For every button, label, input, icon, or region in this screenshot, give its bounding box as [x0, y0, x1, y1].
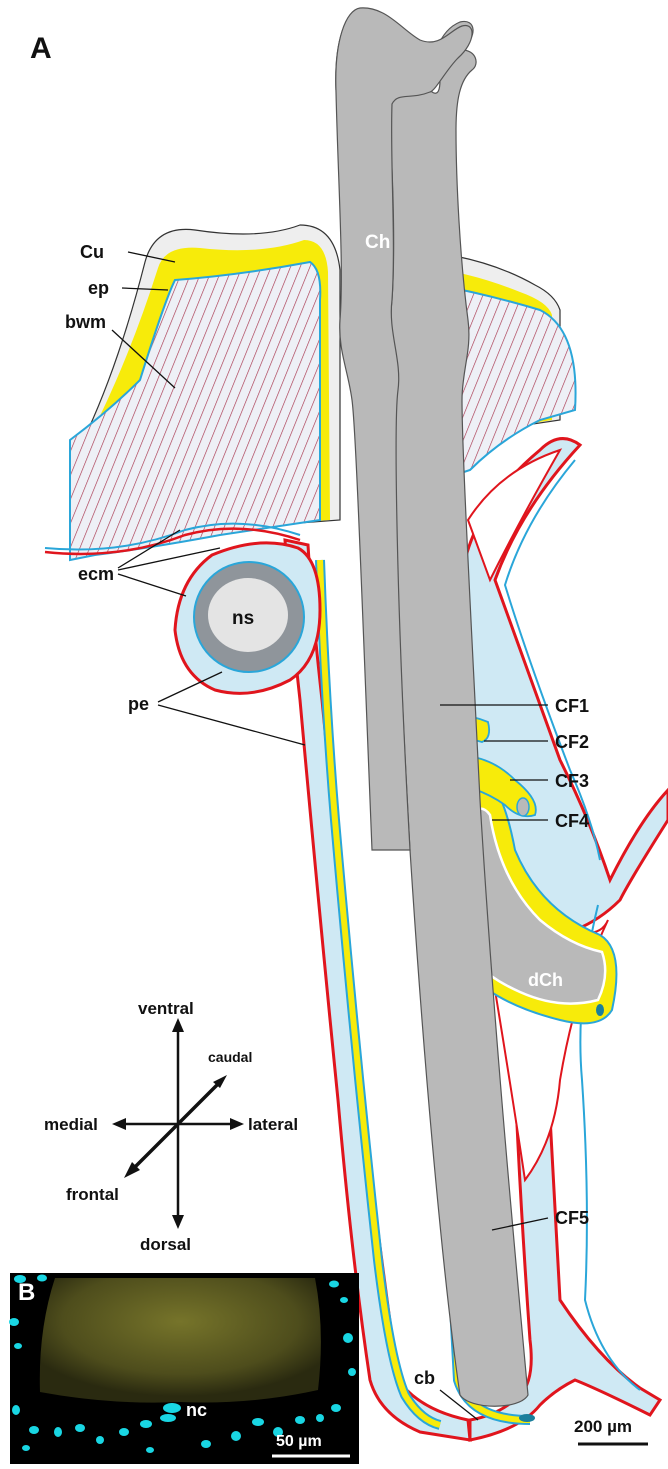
cf5-label: CF5 [555, 1208, 589, 1228]
chorda-label: Ch [365, 232, 390, 253]
panel-a-letter: A [30, 32, 52, 65]
body-wall-muscle [70, 262, 320, 560]
dch-label: dCh [528, 970, 563, 990]
compass-dorsal: dorsal [140, 1235, 191, 1254]
ecm-label: ecm [78, 564, 114, 584]
cb-label: cb [414, 1368, 435, 1388]
cuticle-label: Cu [80, 242, 104, 262]
ecm-leader-3 [118, 574, 186, 596]
cf3-nucleus [517, 798, 529, 816]
cf2-label: CF2 [555, 732, 589, 752]
orientation-compass: ventral caudal medial lateral frontal do… [44, 999, 298, 1254]
pe-leader-2 [158, 705, 305, 745]
nc-label: nc [186, 1400, 207, 1420]
cf3-label: CF3 [555, 771, 589, 791]
compass-ventral: ventral [138, 999, 194, 1018]
panel-a: A Ch Cu ep bwm ecm ns pe dCh CF1 CF2 CF3… [30, 6, 668, 1444]
panel-b-letter: B [18, 1279, 35, 1306]
compass-medial: medial [44, 1115, 98, 1134]
scale-bar-a-label: 200 µm [574, 1417, 632, 1436]
cf4-label: CF4 [555, 811, 589, 831]
notochord-autofluorescence [40, 1278, 321, 1403]
compass-caudal: caudal [208, 1049, 252, 1065]
ns-label: ns [232, 608, 254, 629]
cb-cell [519, 1414, 535, 1422]
panel-b: B nc 50 µm [9, 1273, 359, 1464]
dch-cell [596, 1004, 604, 1016]
cf1-label: CF1 [555, 696, 589, 716]
compass-lateral: lateral [248, 1115, 298, 1134]
bwm-label: bwm [65, 312, 106, 332]
compass-frontal: frontal [66, 1185, 119, 1204]
pe-label: pe [128, 694, 149, 714]
scale-bar-b-label: 50 µm [276, 1433, 322, 1450]
epidermis-label: ep [88, 278, 109, 298]
